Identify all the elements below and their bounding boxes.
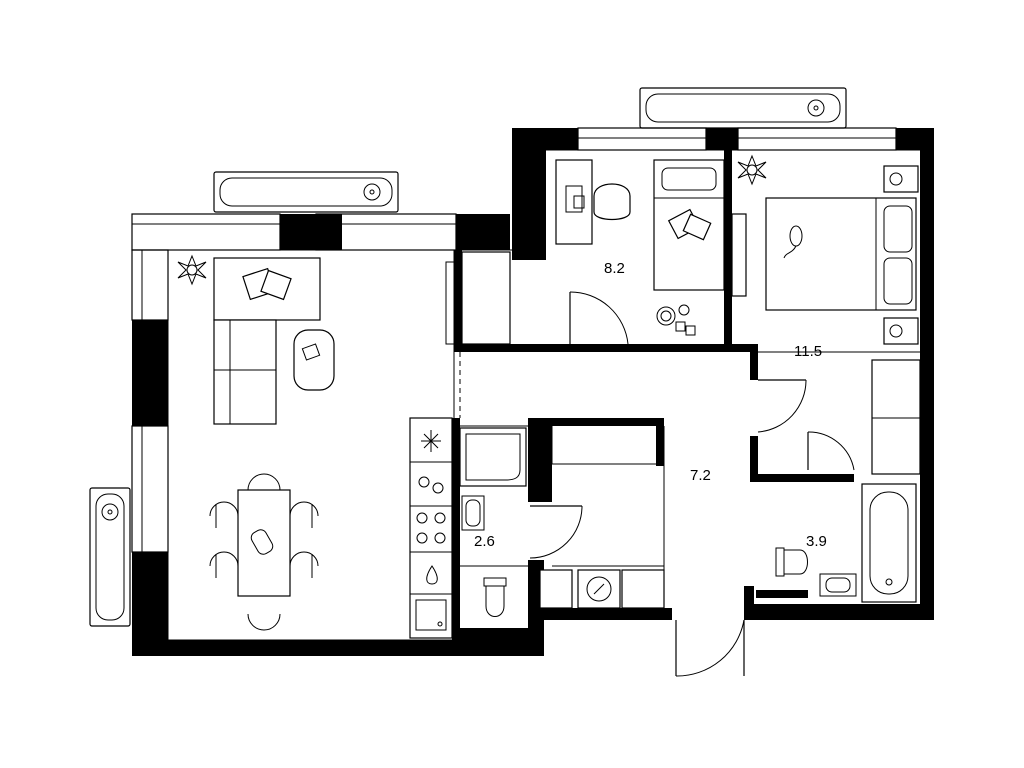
chair-icon [593, 183, 631, 221]
bed-icon [765, 197, 917, 311]
chair-icon [209, 473, 319, 631]
kitchen-counter [409, 417, 453, 639]
dishwasher-icon [415, 599, 447, 631]
sink-icon [819, 573, 857, 597]
fan-icon [363, 183, 381, 201]
outdoor-unit-left-side [89, 487, 131, 627]
outdoor-unit-top [639, 87, 847, 129]
door-icon [569, 291, 629, 345]
shower-icon [459, 427, 527, 487]
outdoor-unit-left-top [213, 171, 399, 213]
room-area-bedroom-small: 8.2 [604, 260, 625, 277]
nightstand-icon [883, 165, 919, 345]
fan-icon [101, 503, 119, 521]
room-area-bathroom-right: 3.9 [806, 533, 827, 550]
fridge-icon [421, 430, 441, 452]
sink-icon [418, 476, 444, 494]
table-icon [237, 489, 291, 597]
toy-mouse-icon [783, 225, 803, 259]
toilet-icon [775, 547, 808, 577]
door-icon [529, 505, 583, 559]
plant-icon [737, 154, 767, 186]
washer-icon [539, 569, 665, 609]
room-area-hallway: 7.2 [690, 467, 711, 484]
toilet-icon [483, 577, 507, 617]
room-area-bedroom-large: 11.5 [794, 343, 822, 360]
door-icon [675, 619, 745, 677]
room-area-bathroom-left: 2.6 [474, 533, 495, 550]
toys-icon [656, 304, 696, 336]
door-icon [807, 431, 855, 471]
hood-icon [426, 565, 438, 585]
pillow-icon [667, 208, 712, 241]
coffee-table-icon [293, 329, 335, 391]
door-icon [757, 379, 807, 433]
fan-icon [807, 99, 825, 117]
sink-icon [461, 495, 485, 531]
pillow-icon [242, 267, 292, 301]
bathtub-icon [861, 483, 917, 603]
walls [132, 128, 934, 656]
desk-icon [555, 159, 593, 245]
wardrobe-icon [731, 213, 921, 475]
plant-icon [177, 254, 207, 286]
wardrobe-icon [445, 251, 511, 345]
stove-icon [416, 512, 446, 544]
